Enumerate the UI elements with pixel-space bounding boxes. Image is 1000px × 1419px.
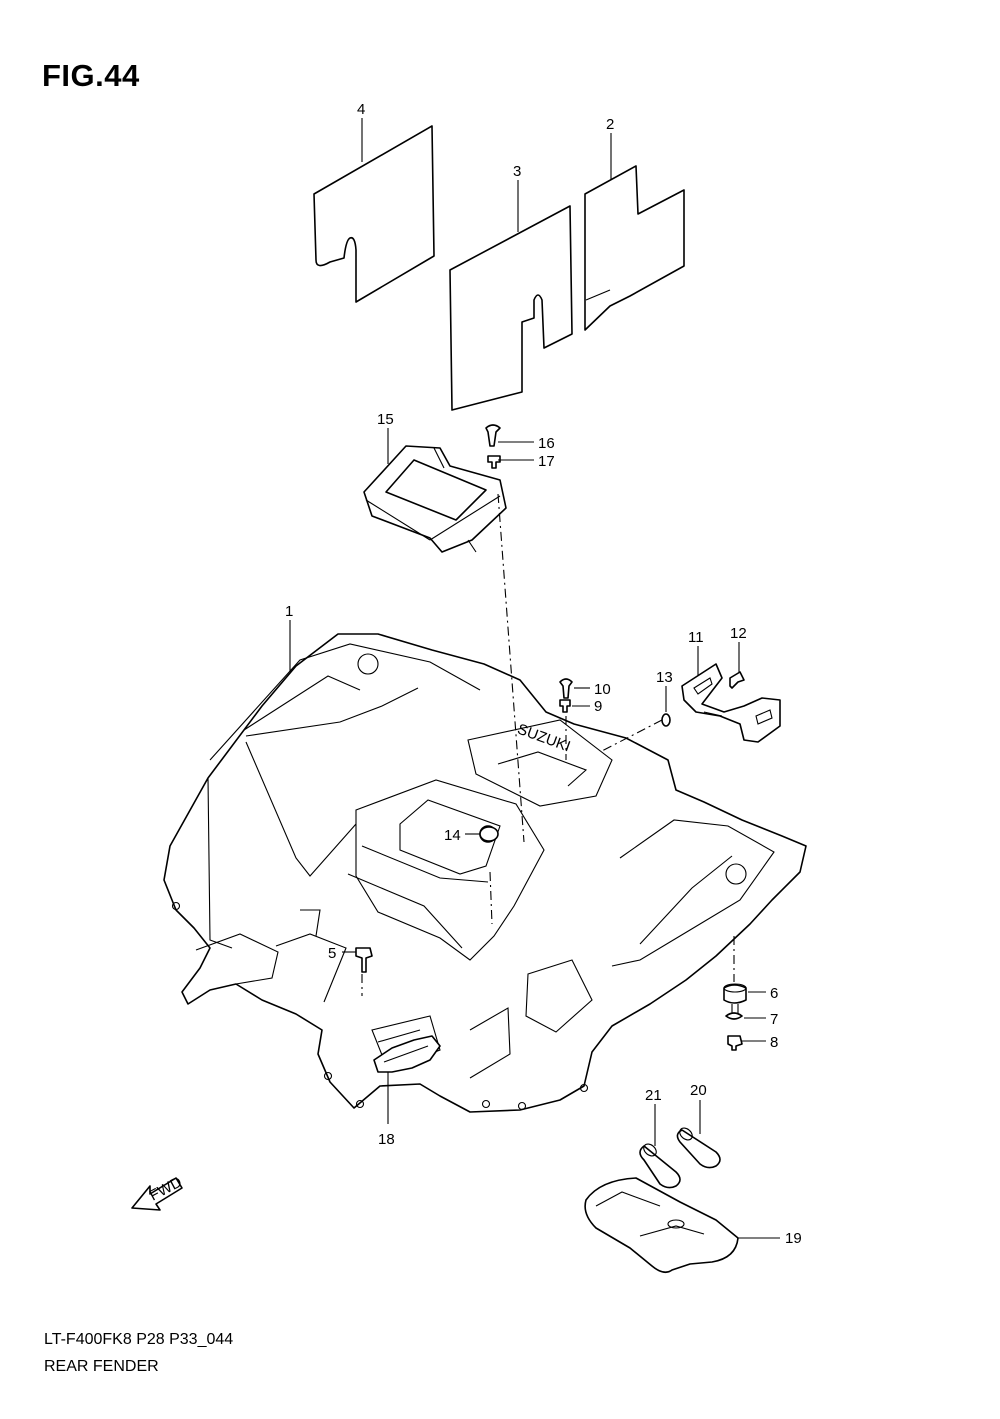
callout-8: 8 <box>770 1034 778 1051</box>
callout-3: 3 <box>513 163 521 180</box>
callout-5: 5 <box>328 945 336 962</box>
part-4-film-sheet[interactable] <box>313 125 435 303</box>
leader-lines <box>289 118 780 1239</box>
part-7-collar[interactable] <box>725 1004 743 1020</box>
callout-7: 7 <box>770 1011 778 1028</box>
part-3-film-sheet[interactable] <box>449 205 573 411</box>
part-11-bracket[interactable] <box>681 663 781 743</box>
callout-19: 19 <box>785 1230 802 1247</box>
callout-20: 20 <box>690 1082 707 1099</box>
model-code-caption: LT-F400FK8 P28 P33_044 <box>44 1331 234 1348</box>
callout-10: 10 <box>594 681 611 698</box>
callout-1: 1 <box>285 603 293 620</box>
part-19-cover-bag[interactable] <box>584 1177 739 1274</box>
part-name-caption: REAR FENDER <box>44 1358 159 1375</box>
callout-15: 15 <box>377 411 394 428</box>
part-13-washer[interactable] <box>661 713 671 727</box>
callout-2: 2 <box>606 116 614 133</box>
part-18-reflector-emblem[interactable] <box>373 1035 441 1073</box>
part-14-grommet[interactable] <box>479 826 499 842</box>
part-6-cushion[interactable] <box>723 983 747 1004</box>
callout-9: 9 <box>594 698 602 715</box>
part-9-nut[interactable] <box>559 699 571 713</box>
part-17-nut[interactable] <box>487 455 501 469</box>
part-21-pin[interactable] <box>639 1142 681 1189</box>
callout-16: 16 <box>538 435 555 452</box>
callout-11: 11 <box>688 629 704 646</box>
callout-17: 17 <box>538 453 555 470</box>
part-15-storage-tray[interactable] <box>363 445 507 553</box>
fwd-label: FWD <box>147 1173 185 1204</box>
callout-6: 6 <box>770 985 778 1002</box>
callout-4: 4 <box>357 101 365 118</box>
callout-14: 14 <box>444 827 461 844</box>
part-10-screw[interactable] <box>559 678 573 699</box>
forward-direction-arrow: FWD <box>131 1173 185 1211</box>
part-2-film-sheet[interactable] <box>584 165 685 331</box>
callout-18: 18 <box>378 1131 395 1148</box>
part-8-bolt[interactable] <box>727 1035 743 1051</box>
part-12-screw[interactable] <box>729 671 745 689</box>
callout-numbers: 4 3 2 15 16 17 1 10 9 11 12 13 14 5 6 7 … <box>285 101 802 1247</box>
callout-12: 12 <box>730 625 747 642</box>
figure-title: FIG.44 <box>42 58 140 93</box>
part-5-bolt[interactable] <box>355 947 373 973</box>
callout-21: 21 <box>645 1087 662 1104</box>
part-16-screw[interactable] <box>485 424 501 447</box>
part-1-rear-fender[interactable]: SUZUKI <box>163 633 807 1113</box>
part-20-pin[interactable] <box>676 1126 721 1169</box>
callout-13: 13 <box>656 669 673 686</box>
